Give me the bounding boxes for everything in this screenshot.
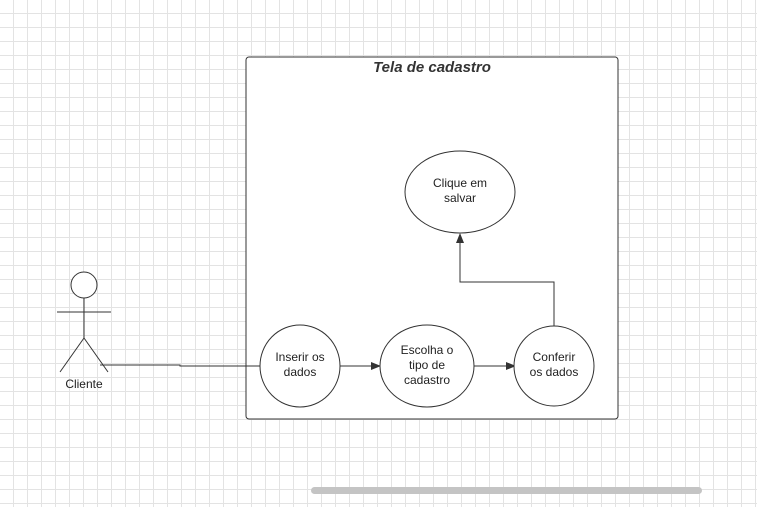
actor-head <box>70 271 98 299</box>
arrow-conferir-to-salvar[interactable] <box>456 233 555 326</box>
use-case-escolha-tipo-cadastro[interactable] <box>379 324 475 408</box>
association-line[interactable] <box>100 364 260 367</box>
use-case-conferir-os-dados[interactable] <box>513 325 595 407</box>
use-case-label-escolha: Escolha o tipo de cadastro <box>400 342 454 387</box>
use-case-label-conferir: Conferir os dados <box>529 350 579 379</box>
use-case-label-inserir: Inserir os dados <box>275 350 325 379</box>
use-case-label-salvar: Clique em salvar <box>432 176 488 205</box>
actor-right-leg <box>83 337 109 373</box>
actor-figure[interactable] <box>57 271 111 373</box>
actor-left-leg <box>59 337 85 373</box>
system-title: Tela de cadastro <box>373 59 491 76</box>
use-case-clique-em-salvar[interactable] <box>404 150 516 234</box>
actor-name: Cliente <box>65 376 103 391</box>
use-case-inserir-os-dados[interactable] <box>259 324 341 408</box>
system-boundary[interactable] <box>245 56 619 420</box>
scrollbar-thumb[interactable] <box>311 487 702 494</box>
